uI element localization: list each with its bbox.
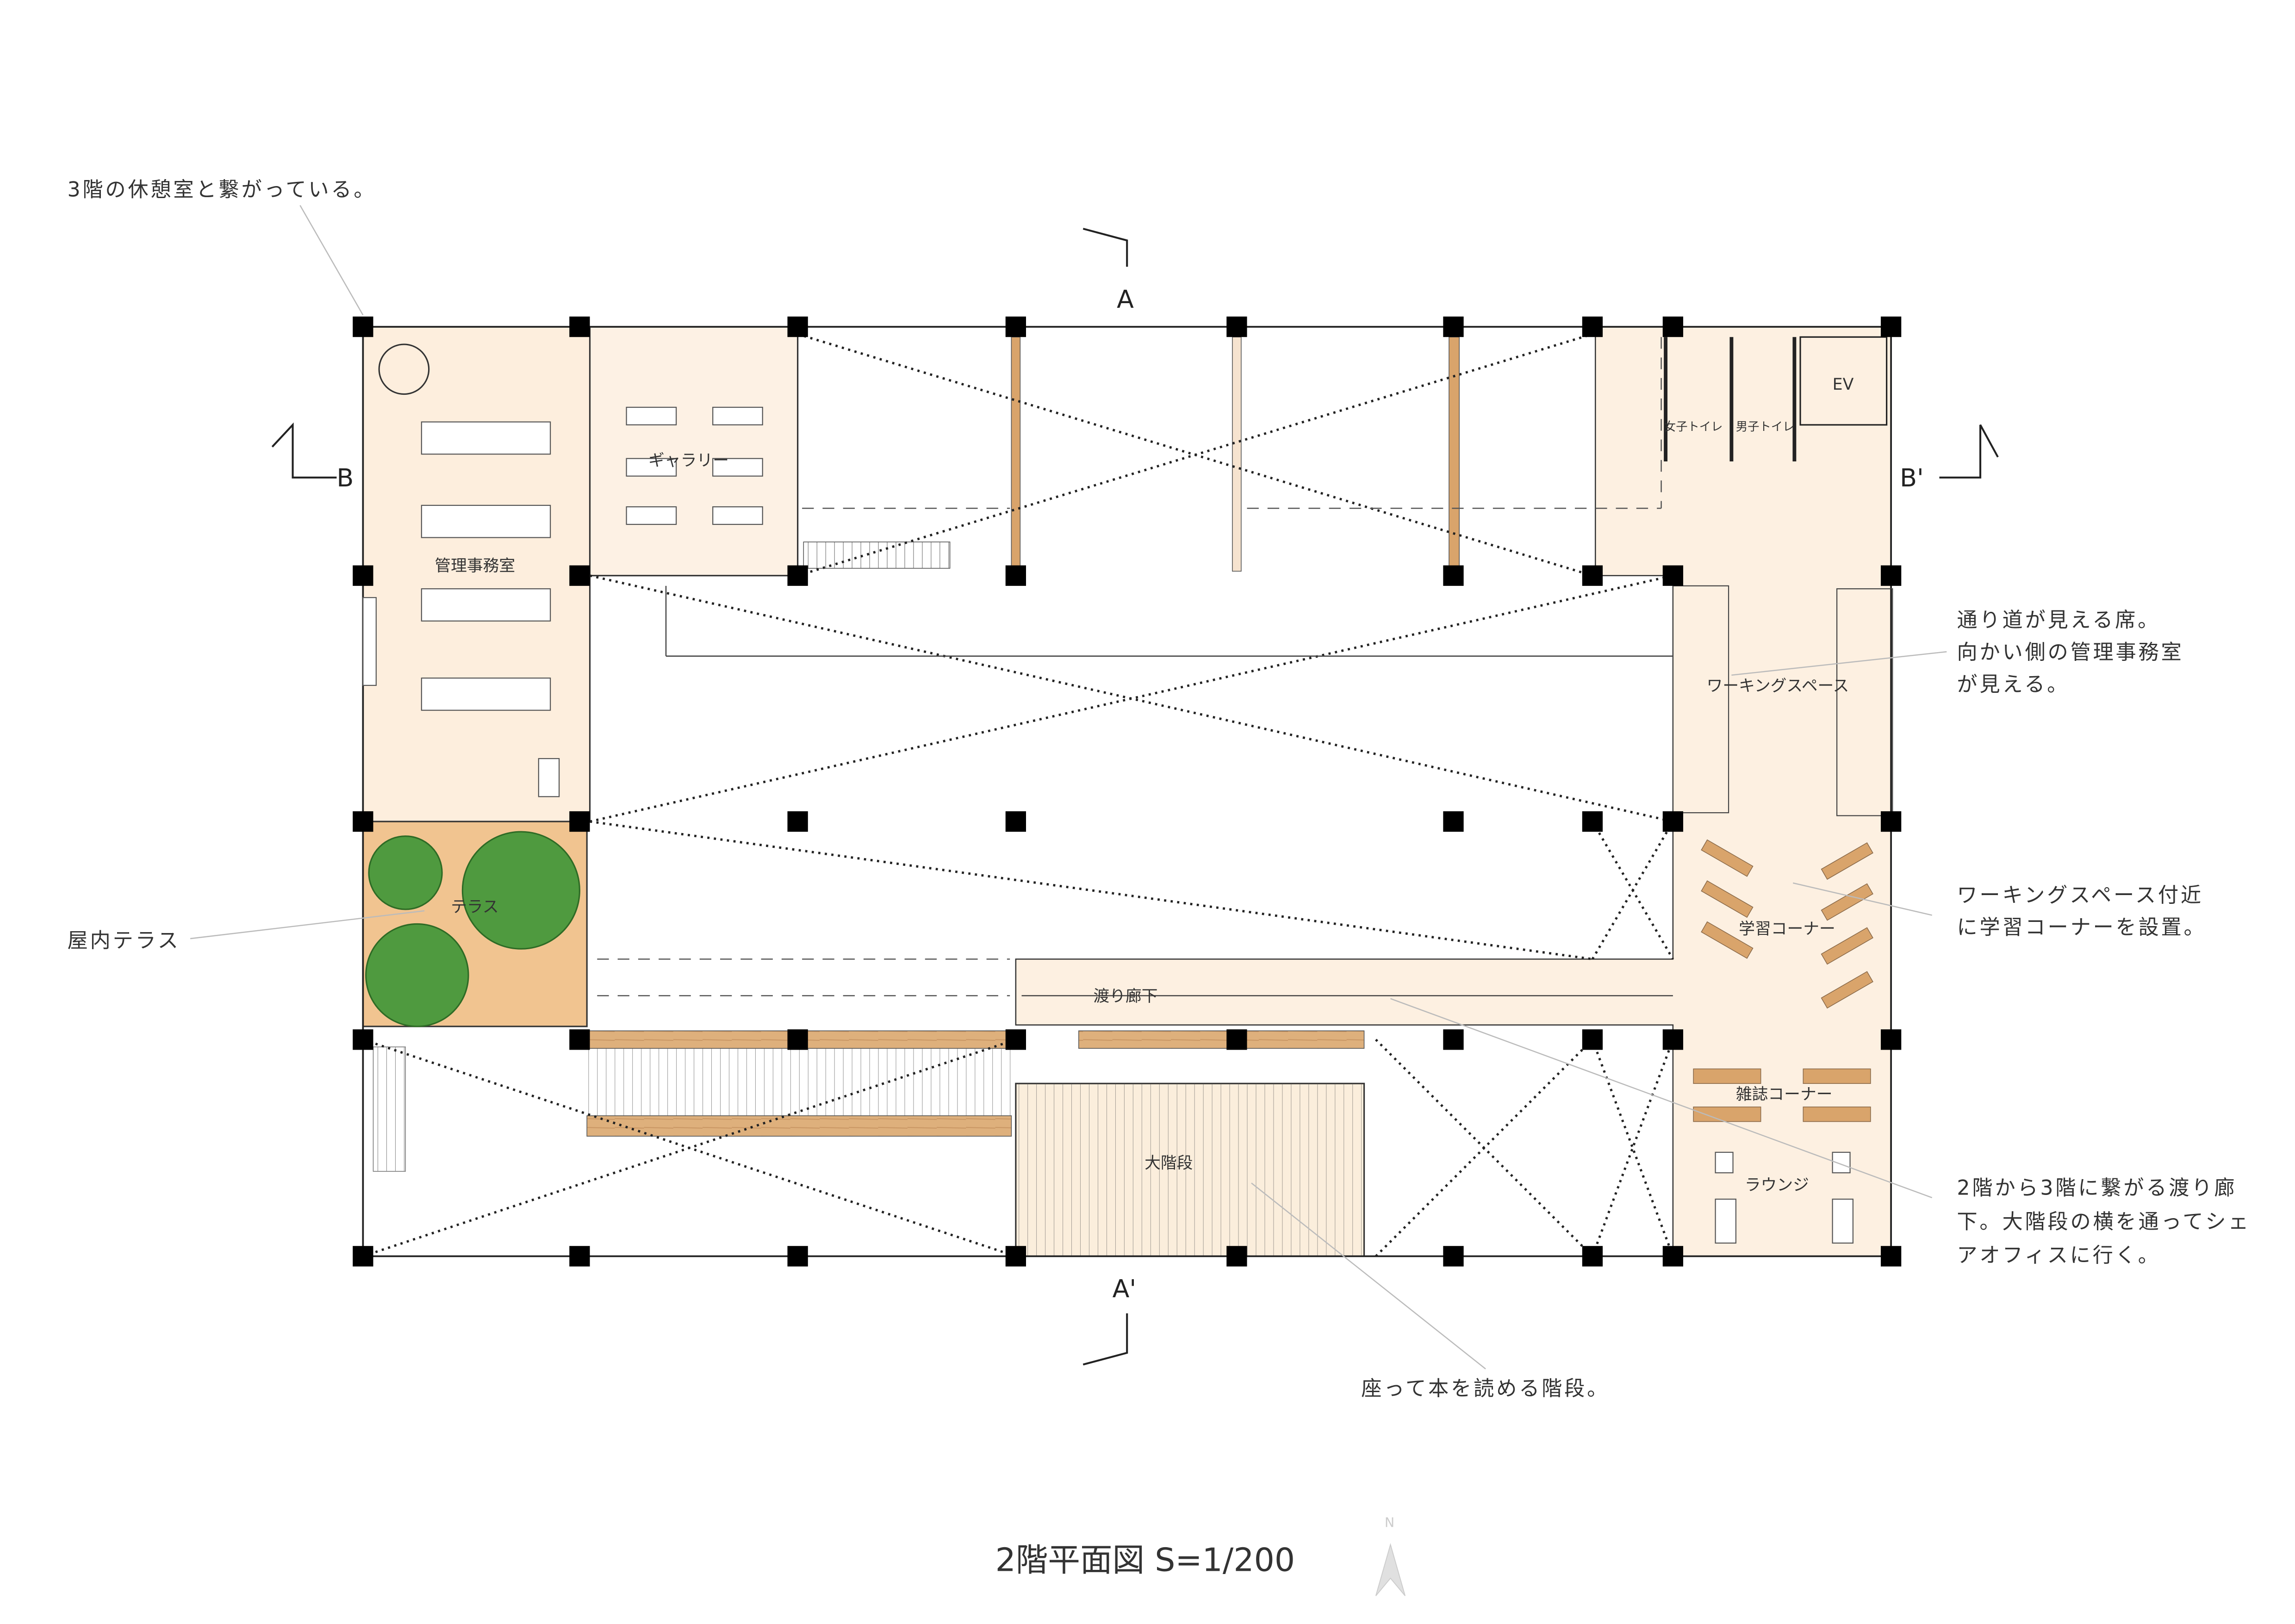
void-markers (362, 333, 1674, 1257)
column (1880, 811, 1902, 832)
mens-toilet-label: 男子トイレ (1736, 420, 1795, 434)
spiral-stair-icon (378, 343, 430, 395)
office-label: 管理事務室 (435, 557, 515, 575)
column (1226, 1029, 1247, 1050)
column (1880, 565, 1902, 586)
annotation-working-seats: 通り道が見える席。 向かい側の管理事務室 が見える。 (1957, 608, 2192, 696)
annotation-rest-room: 3階の休憩室と繋がっている。 (67, 178, 376, 202)
column (569, 316, 590, 337)
column (1443, 811, 1464, 832)
magazine-corner-label: 雑誌コーナー (1736, 1085, 1833, 1104)
stair-bench (586, 1115, 1012, 1137)
north-arrow-icon (1375, 1543, 1406, 1596)
column (1662, 565, 1684, 586)
column (1662, 811, 1684, 832)
section-mark-b-prime: B' (1900, 463, 1924, 492)
elevator-label: EV (1833, 375, 1854, 394)
grand-stairs-label: 大階段 (1144, 1154, 1193, 1173)
column (1582, 316, 1603, 337)
working-space-label: ワーキングスペース (1707, 677, 1849, 696)
tree-icons (365, 831, 580, 1027)
stair-bench (1078, 1030, 1365, 1049)
column (569, 811, 590, 832)
column (1005, 565, 1026, 586)
north-label: N (1385, 1515, 1394, 1530)
study-tables (1693, 839, 1873, 1122)
column (1880, 1246, 1902, 1267)
column (787, 1029, 808, 1050)
column (1662, 316, 1684, 337)
column (1582, 565, 1603, 586)
womens-toilet-label: 女子トイレ (1664, 420, 1723, 434)
annotation-bridge: 2階から3階に繋がる渡り廊 下。大階段の横を通ってシェ アオフィスに行く。 (1957, 1176, 2259, 1267)
section-mark-a: A (1117, 285, 1134, 314)
column (1226, 1246, 1247, 1267)
column (1443, 1029, 1464, 1050)
column (1880, 1029, 1902, 1050)
column (1662, 1246, 1684, 1267)
column (1005, 1246, 1026, 1267)
column (1443, 565, 1464, 586)
bridge-corridor-label: 渡り廊下 (1093, 987, 1157, 1006)
column (569, 1029, 590, 1050)
column (569, 1246, 590, 1267)
section-mark-a-prime: A' (1113, 1274, 1137, 1303)
column (353, 1029, 373, 1050)
column (787, 565, 808, 586)
column (1005, 811, 1026, 832)
drawing-title: 2階平面図 S=1/200 (995, 1541, 1295, 1579)
column (353, 811, 373, 832)
column (353, 565, 373, 586)
office-desks (362, 421, 560, 797)
gallery-room (589, 326, 799, 577)
column (1582, 1029, 1603, 1050)
structural-columns (353, 316, 1902, 1267)
column (353, 316, 373, 337)
column (787, 811, 808, 832)
column (1880, 316, 1902, 337)
annotation-study-corner: ワーキングスペース付近 に学習コーナーを設置。 (1957, 884, 2212, 940)
column (787, 1246, 808, 1267)
column (1582, 811, 1603, 832)
column (1226, 316, 1247, 337)
column (1443, 1246, 1464, 1267)
column (1005, 1029, 1026, 1050)
study-corner-label: 学習コーナー (1739, 920, 1835, 939)
column (1582, 1246, 1603, 1267)
column (1443, 316, 1464, 337)
lounge-label: ラウンジ (1745, 1176, 1809, 1195)
annotation-stairs: 座って本を読める階段。 (1361, 1377, 1610, 1400)
column (353, 1246, 373, 1267)
annotation-indoor-terrace: 屋内テラス (67, 929, 180, 952)
column (569, 565, 590, 586)
terrace-label: テラス (451, 898, 499, 916)
office-room (362, 326, 591, 822)
column (1662, 1029, 1684, 1050)
gallery-label: ギャラリー (648, 452, 729, 470)
section-mark-b: B (336, 463, 354, 492)
column (1005, 316, 1026, 337)
column (787, 316, 808, 337)
